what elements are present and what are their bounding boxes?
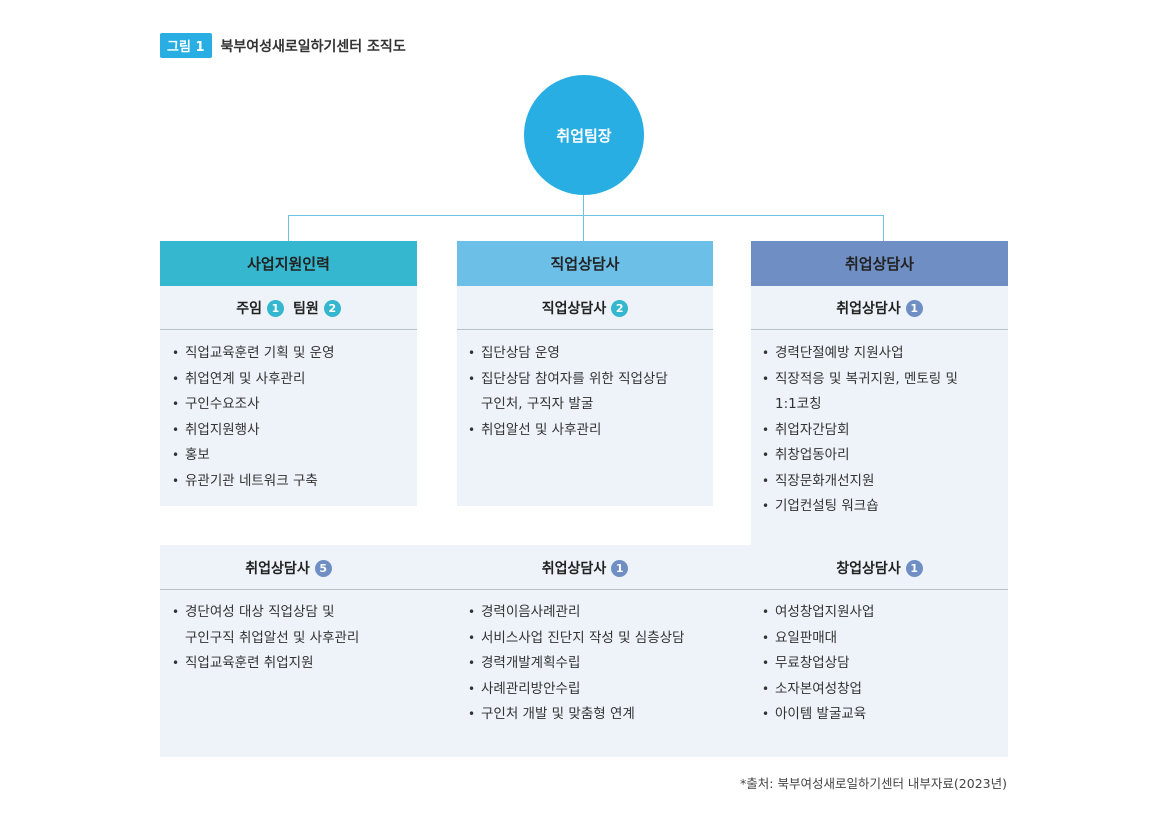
list-item: 취업알선 및 사후관리 — [468, 418, 708, 444]
list-item: 직장문화개선지원 — [762, 469, 1002, 495]
list-item: 여성창업지원사업 — [762, 600, 1002, 626]
list-item: 구인처 개발 및 맞춤형 연계 — [468, 702, 713, 728]
count-badge: 5 — [314, 559, 332, 577]
list-item: 기업컨설팅 워크숍 — [762, 494, 1002, 520]
source-note: *출처: 북부여성새로일하기센터 내부자료(2023년) — [740, 776, 1007, 791]
connector-vertical-top — [583, 195, 584, 216]
subheader-business-support: 주임 1 팀원 2 — [160, 287, 417, 329]
connector-right — [883, 215, 884, 241]
duty-list-employment-counselor: 경력단절예방 지원사업직장적응 및 복귀지원, 멘토링 및1:1코칭취업자간담회… — [762, 341, 1002, 520]
duty-list-business-support: 직업교육훈련 기획 및 운영취업연계 및 사후관리구인수요조사취업지원행사홍보유… — [172, 341, 412, 494]
figure-badge: 그림 1 — [160, 33, 212, 58]
count-badge: 1 — [905, 559, 923, 577]
list-item: 서비스사업 진단지 작성 및 심층상담 — [468, 626, 713, 652]
divider — [160, 589, 1008, 590]
list-item: 소자본여성창업 — [762, 677, 1002, 703]
divider — [457, 329, 713, 330]
list-item: 유관기관 네트워크 구축 — [172, 469, 412, 495]
list-item: 구인수요조사 — [172, 392, 412, 418]
subheader-bottom-3: 창업상담사 1 — [751, 547, 1008, 589]
count-badge: 1 — [267, 299, 284, 317]
list-item: 직업교육훈련 취업지원 — [172, 651, 412, 677]
subheader-job-counselor: 직업상담사 2 — [457, 287, 713, 329]
list-item: 취창업동아리 — [762, 443, 1002, 469]
list-item: 취업지원행사 — [172, 418, 412, 444]
sub-role: 취업상담사 — [836, 301, 901, 317]
divider — [751, 329, 1008, 330]
connector-left — [288, 215, 289, 241]
header-business-support: 사업지원인력 — [160, 241, 417, 286]
list-item: 홍보 — [172, 443, 412, 469]
list-item: 경력단절예방 지원사업 — [762, 341, 1002, 367]
list-item: 직업교육훈련 기획 및 운영 — [172, 341, 412, 367]
sub-role: 취업상담사 — [541, 561, 607, 577]
count-badge: 2 — [611, 299, 629, 317]
count-badge: 1 — [905, 299, 923, 317]
list-item: 사례관리방안수립 — [468, 677, 713, 703]
list-item: 요일판매대 — [762, 626, 1002, 652]
sub-role-chief: 주임 — [236, 301, 262, 317]
list-item: 취업연계 및 사후관리 — [172, 367, 412, 393]
count-badge: 1 — [611, 559, 629, 577]
subheader-bottom-1: 취업상담사 5 — [160, 547, 417, 589]
connector-center — [583, 215, 584, 241]
list-item: 무료창업상담 — [762, 651, 1002, 677]
figure-caption: 그림 1 북부여성새로일하기센터 조직도 — [160, 33, 406, 58]
team-leader-node: 취업팀장 — [524, 75, 644, 195]
list-item: 직장적응 및 복귀지원, 멘토링 및1:1코칭 — [762, 367, 1002, 418]
duty-list-bottom-3: 여성창업지원사업요일판매대무료창업상담소자본여성창업아이템 발굴교육 — [762, 600, 1002, 728]
list-item: 취업자간담회 — [762, 418, 1002, 444]
duty-list-bottom-2: 경력이음사례관리서비스사업 진단지 작성 및 심층상담경력개발계획수립사례관리방… — [468, 600, 713, 728]
subheader-employment-counselor: 취업상담사 1 — [751, 287, 1008, 329]
header-job-counselor: 직업상담사 — [457, 241, 713, 286]
divider — [160, 329, 417, 330]
sub-role: 직업상담사 — [541, 301, 607, 317]
list-item: 경력이음사례관리 — [468, 600, 713, 626]
sub-role: 취업상담사 — [245, 561, 310, 577]
list-item: 아이템 발굴교육 — [762, 702, 1002, 728]
list-item: 경력개발계획수립 — [468, 651, 713, 677]
header-employment-counselor: 취업상담사 — [751, 241, 1008, 286]
subheader-bottom-2: 취업상담사 1 — [457, 547, 713, 589]
sub-role: 창업상담사 — [836, 561, 901, 577]
sub-role-staff: 팀원 — [293, 301, 319, 317]
count-badge: 2 — [323, 299, 341, 317]
list-item: 집단상담 운영 — [468, 341, 708, 367]
connector-horizontal — [288, 215, 884, 216]
figure-title: 북부여성새로일하기센터 조직도 — [220, 38, 406, 55]
